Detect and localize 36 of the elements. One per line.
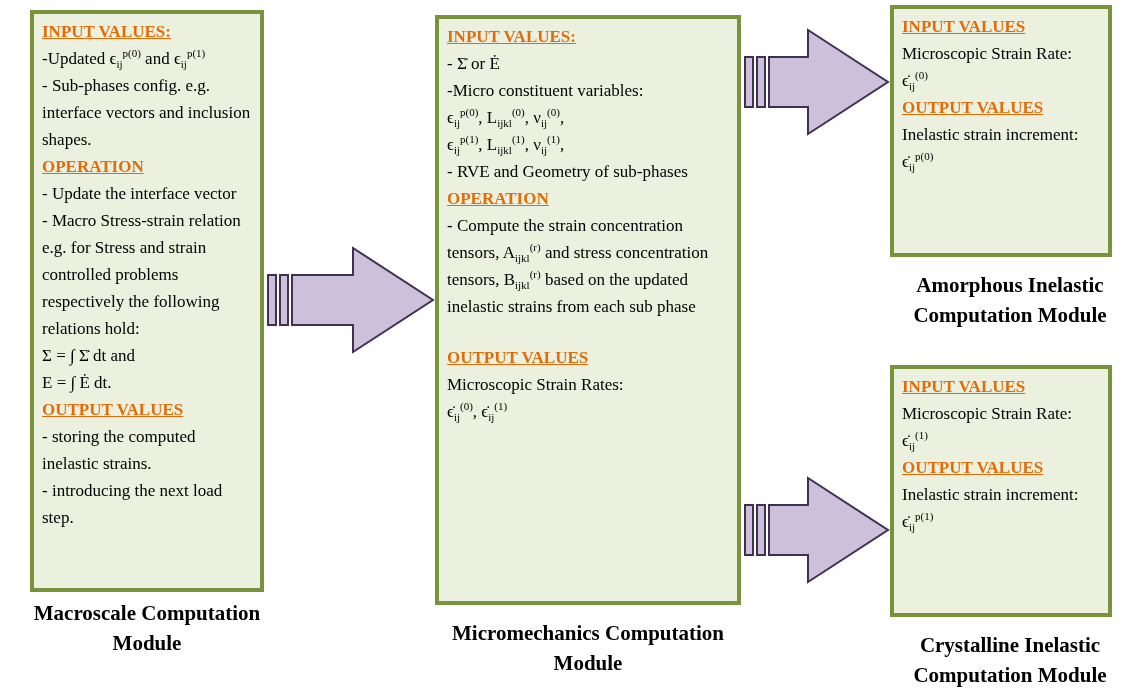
section-heading: OPERATION <box>42 156 144 178</box>
body-text: E = ∫ Ė dt. <box>42 372 113 395</box>
block-arrow <box>744 476 890 584</box>
section-heading: INPUT VALUES: <box>447 26 576 48</box>
body-text: - RVE and Geometry of sub-phases <box>447 161 689 183</box>
block-arrow <box>267 246 435 354</box>
body-text: Σ = ∫ Σ̇ dt and <box>42 345 137 368</box>
module-box <box>435 15 741 605</box>
module-caption: Amorphous Inelastic Computation Module <box>912 272 1108 329</box>
section-heading: OPERATION <box>447 188 549 210</box>
body-text: - introducing the next load step. <box>42 480 224 529</box>
body-text: - Macro Stress-strain relation <box>42 210 242 232</box>
body-text: - Update the interface vector <box>42 183 238 205</box>
body-text: ϵ$_{ij}$$^{p(1)}$, L$_{ijkl}$$^{(1)}$, ν$_{ij}$$^{(1)}$, <box>447 132 566 158</box>
section-heading: INPUT VALUES: <box>42 21 171 43</box>
body-text: - storing the computed inelastic strains. <box>42 426 197 475</box>
body-text: ϵ$_{ij}$$^{p(0)}$, L$_{ijkl}$$^{(0)}$, ν$_{ij}$$^{(0)}$, <box>447 105 566 131</box>
module-box <box>890 5 1112 257</box>
section-heading: OUTPUT VALUES <box>42 399 184 421</box>
body-text: - Σ̇ or Ė <box>447 53 501 75</box>
block-arrow <box>744 28 890 136</box>
section-heading: OUTPUT VALUES <box>447 347 589 369</box>
module-caption: Macroscale Computation Module <box>32 600 262 657</box>
section-heading: OUTPUT VALUES <box>902 97 1044 119</box>
section-heading: INPUT VALUES <box>902 16 1026 38</box>
module-box <box>890 365 1112 617</box>
section-heading: OUTPUT VALUES <box>902 457 1044 479</box>
module-caption: Micromechanics Computation Module <box>451 620 725 677</box>
body-text: - Compute the strain concentration tensors, A$_{ijkl}$$^{(r)}$ and stress concentration tensors, B$_{ijkl}$$^{(r)}$ based on the updated inelastic strains from each sub phase <box>447 215 710 318</box>
body-text: - Sub-phases config. e.g. interface vectors and inclusion shapes. <box>42 75 252 151</box>
body-text: -Micro constituent variables: <box>447 80 645 102</box>
body-text: e.g. for Stress and strain controlled problems respectively the following relations hold: <box>42 237 221 340</box>
module-box <box>30 10 264 592</box>
section-heading: INPUT VALUES <box>902 376 1026 398</box>
body-text: Microscopic Strain Rates: <box>447 374 625 396</box>
module-caption: Crystalline Inelastic Computation Module <box>912 632 1108 689</box>
